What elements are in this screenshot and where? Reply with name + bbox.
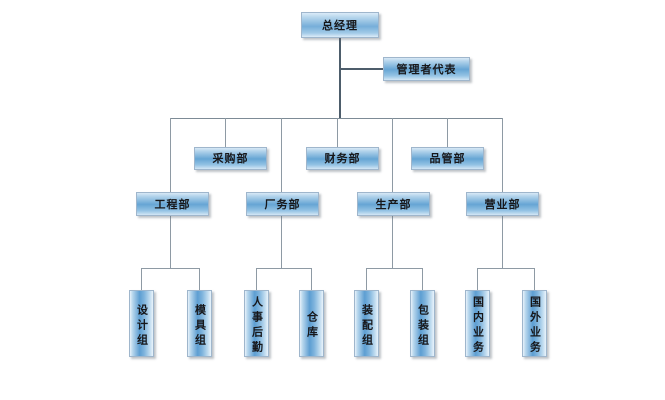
node-label: 仓库 [305, 311, 319, 341]
connector-bracket-sales [477, 268, 534, 269]
connector-stem-production [392, 216, 393, 268]
connector-stem-engineering [170, 216, 171, 268]
connector-bracket-plant [256, 268, 311, 269]
node-finance-dept[interactable]: 财务部 [306, 147, 379, 170]
connector-staff-branch [339, 68, 383, 70]
node-label: 生产部 [375, 197, 412, 211]
node-engineering-dept[interactable]: 工程部 [136, 192, 209, 216]
connector-stem-sales [502, 216, 503, 268]
node-warehouse[interactable]: 仓库 [299, 290, 324, 357]
connector-drop-finance [337, 118, 338, 148]
connector-drop-purchasing [225, 118, 226, 148]
node-label: 国外业务 [528, 296, 542, 356]
node-label: 营业部 [484, 197, 521, 211]
node-label: 采购部 [212, 152, 249, 165]
node-label: 模具组 [193, 303, 207, 349]
connector-drop-engineering [170, 118, 171, 192]
node-sales-dept[interactable]: 营业部 [466, 192, 539, 216]
connector-root-trunk [339, 38, 341, 118]
connector-leg-design [141, 268, 142, 290]
connector-drop-quality [447, 118, 448, 148]
node-overseas-business[interactable]: 国外业务 [522, 290, 547, 357]
node-label: 总经理 [322, 18, 358, 32]
connector-leg-mold [199, 268, 200, 290]
connector-leg-packaging [422, 268, 423, 290]
node-label: 人事后勤 [250, 296, 264, 356]
node-label: 包装组 [416, 303, 430, 349]
connector-main-bus [170, 118, 503, 119]
node-packaging-group[interactable]: 包装组 [410, 290, 435, 357]
node-management-representative[interactable]: 管理者代表 [383, 57, 470, 81]
node-assembly-group[interactable]: 装配组 [354, 290, 379, 357]
node-design-group[interactable]: 设计组 [129, 290, 154, 357]
node-label: 工程部 [154, 197, 191, 211]
node-production-dept[interactable]: 生产部 [357, 192, 430, 216]
node-label: 厂务部 [264, 197, 301, 211]
node-general-manager[interactable]: 总经理 [301, 12, 379, 38]
connector-drop-plant [281, 118, 282, 192]
connector-bracket-engineering [141, 268, 199, 269]
node-label: 品管部 [429, 152, 466, 165]
node-label: 设计组 [135, 303, 149, 349]
connector-leg-assembly [366, 268, 367, 290]
node-purchasing-dept[interactable]: 采购部 [194, 147, 267, 170]
node-mold-group[interactable]: 模具组 [187, 290, 212, 357]
connector-leg-hr [256, 268, 257, 290]
node-hr-logistics[interactable]: 人事后勤 [244, 290, 269, 357]
connector-leg-overseas [534, 268, 535, 290]
node-label: 财务部 [324, 152, 361, 165]
connector-drop-production [392, 118, 393, 192]
connector-leg-warehouse [311, 268, 312, 290]
node-label: 管理者代表 [396, 62, 457, 76]
connector-stem-plant [281, 216, 282, 268]
connector-leg-domestic [477, 268, 478, 290]
node-domestic-business[interactable]: 国内业务 [465, 290, 490, 357]
node-label: 国内业务 [471, 296, 485, 356]
connector-bracket-production [366, 268, 422, 269]
connector-drop-sales [502, 118, 503, 192]
node-quality-dept[interactable]: 品管部 [411, 147, 484, 170]
node-label: 装配组 [360, 303, 374, 349]
node-plant-affairs-dept[interactable]: 厂务部 [246, 192, 319, 216]
